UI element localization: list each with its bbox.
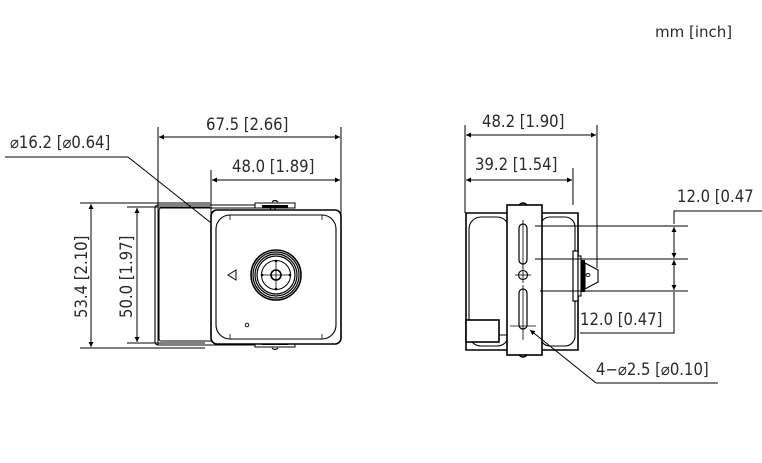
overall-width-dimension: 67.5 [2.66] xyxy=(206,115,288,134)
mounting-holes-dimension: 4−⌀2.5 [⌀0.10] xyxy=(596,360,709,379)
body-depth-dimension: 39.2 [1.54] xyxy=(475,155,557,174)
body-width-dimension: 48.0 [1.89] xyxy=(232,157,314,176)
body-height-dimension: 50.0 [1.97] xyxy=(117,236,136,318)
side-view: 48.2 [1.90] 39.2 [1.54] xyxy=(464,112,762,384)
units-label: mm [inch] xyxy=(655,23,732,41)
lens-icon xyxy=(250,249,302,301)
hole-spacing-top-dimension: 12.0 [0.47 xyxy=(677,187,754,206)
front-view: 67.5 [2.66] 48.0 [1.89] ⌀16.2 [⌀0.64] 53… xyxy=(5,115,342,351)
overall-depth-dimension: 48.2 [1.90] xyxy=(482,112,564,131)
lens-diameter-dimension: ⌀16.2 [⌀0.64] xyxy=(10,133,110,152)
orientation-triangle-icon xyxy=(227,269,237,281)
hole-spacing-bottom-dimension: 12.0 [0.47] xyxy=(580,310,662,329)
overall-height-dimension: 53.4 [2.10] xyxy=(72,236,91,318)
